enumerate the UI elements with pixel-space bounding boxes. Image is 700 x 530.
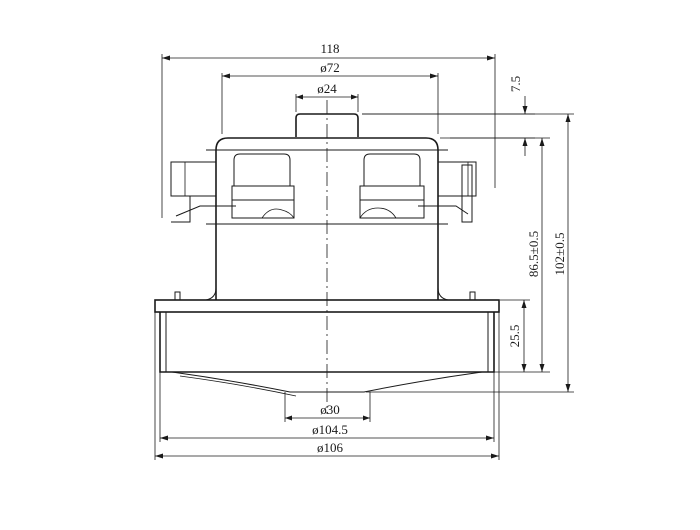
right-coil-curve [359, 207, 397, 219]
arrows-7-5 [522, 106, 528, 146]
left-window-sill [231, 185, 295, 201]
label-7-5: 7.5 [508, 76, 523, 92]
label-30: ø30 [320, 402, 340, 417]
right-terminal [461, 164, 473, 223]
label-72: ø72 [320, 60, 340, 75]
right-window [363, 153, 421, 187]
left-lead [175, 205, 236, 217]
right-bracket [437, 161, 477, 197]
label-102: 102±0.5 [552, 233, 567, 276]
flange-pin-right [469, 291, 476, 301]
right-window-sill [359, 185, 425, 201]
left-window [233, 153, 291, 187]
motor-body [170, 113, 477, 301]
arrows-25 [521, 300, 527, 372]
label-118: 118 [320, 41, 339, 56]
dimension-lines [154, 54, 574, 460]
left-coil [231, 200, 295, 219]
arrows-24 [296, 94, 358, 100]
fan-blade-line [179, 375, 297, 397]
right-lead [418, 205, 469, 215]
label-24: ø24 [317, 81, 337, 96]
label-86-5: 86.5±0.5 [526, 231, 541, 277]
label-104-5: ø104.5 [312, 422, 348, 437]
left-bracket [170, 161, 217, 197]
label-106: ø106 [317, 440, 344, 455]
dimension-labels: 118 ø72 ø24 ø30 ø104.5 ø106 7.5 86.5±0.5… [312, 41, 567, 455]
label-25-5: 25.5 [507, 325, 522, 348]
right-coil [359, 200, 425, 219]
left-coil-curve [261, 208, 295, 219]
flange-pin-left [174, 291, 181, 301]
left-terminal [171, 196, 191, 223]
